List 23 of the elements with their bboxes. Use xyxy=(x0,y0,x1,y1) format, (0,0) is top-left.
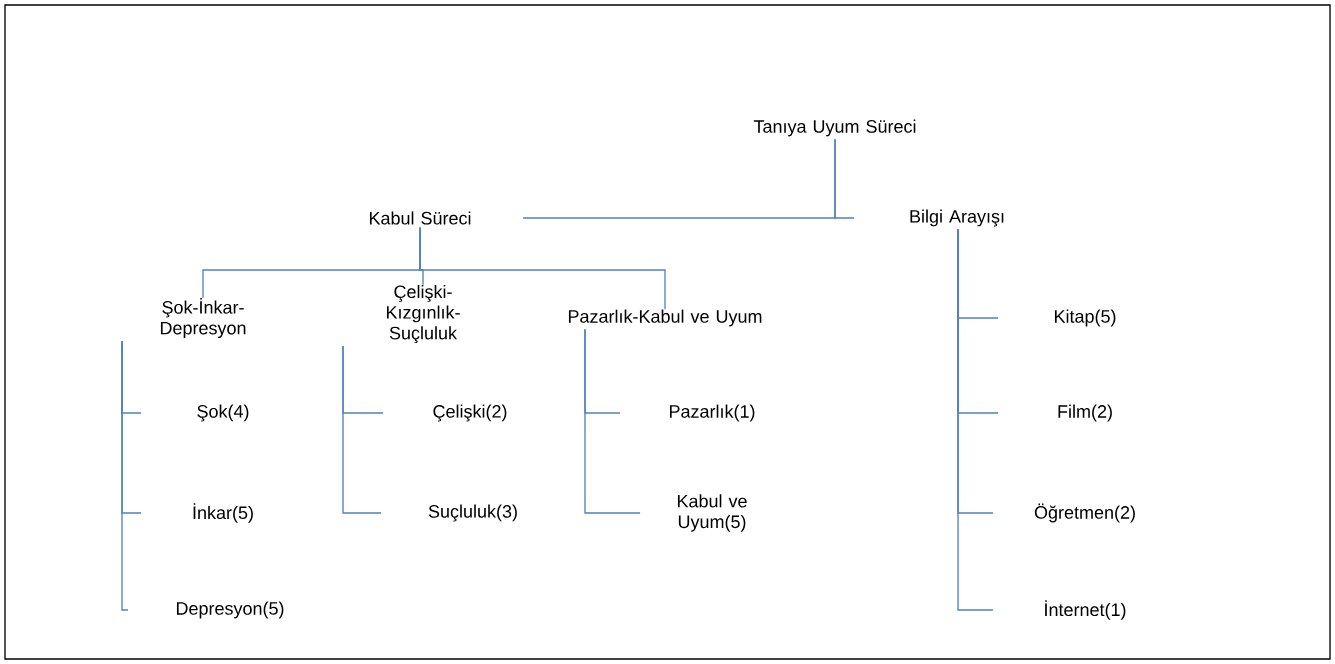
node-label: Kabul Süreci xyxy=(369,211,471,225)
node-label: Film(2) xyxy=(1058,404,1112,422)
node-label: Öğretmen(2) xyxy=(1034,503,1135,523)
connector-line xyxy=(121,340,129,611)
node-label: Kitap(5) xyxy=(1055,309,1116,327)
connector-line xyxy=(342,345,382,514)
node-label: Suçluluk(3) xyxy=(428,504,517,522)
connector-line xyxy=(957,228,994,611)
connector-line xyxy=(834,138,855,219)
connector-line xyxy=(584,328,641,514)
node-label: Şok(4) xyxy=(197,404,249,422)
node-label: Şok-İnkar-Depresyon xyxy=(160,298,246,338)
node-label: Çelişki-Kızgınlık-Suçluluk xyxy=(387,284,460,344)
connector-line xyxy=(419,226,666,310)
node-label: İnternet(1) xyxy=(1045,600,1126,620)
node-label: Çelişki(2) xyxy=(433,404,507,422)
node-label: Tanıya Uyum Süreci xyxy=(753,119,916,137)
node-label: Depresyon(5) xyxy=(176,601,284,619)
node-label: Pazarlık-Kabul ve Uyum xyxy=(568,309,762,327)
node-label: İnkar(5) xyxy=(193,503,253,523)
node-label: Bilgi Arayışı xyxy=(910,209,1004,227)
node-label: Pazarlık(1) xyxy=(670,404,755,422)
node-label: Kabul ve Uyum(5) xyxy=(677,494,747,532)
